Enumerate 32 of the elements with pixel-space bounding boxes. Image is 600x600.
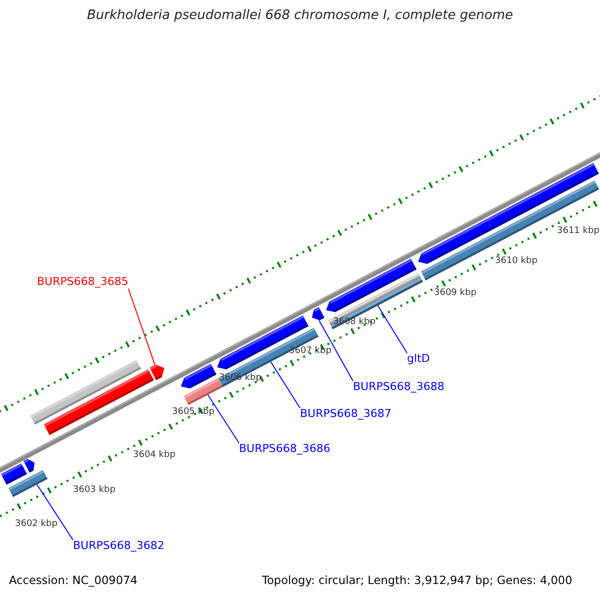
gene-label: BURPS668_3685 [37, 276, 128, 289]
gene-label: BURPS668_3682 [73, 540, 164, 553]
gene-feature [418, 163, 599, 264]
kbp-label: 3609 kbp [434, 288, 476, 298]
gene-feature [326, 258, 416, 312]
leader-line [318, 320, 354, 382]
kbp-label: 3608 kbp [333, 317, 376, 328]
accession-text: Accession: NC_009074 [9, 574, 138, 587]
gene-feature [180, 364, 216, 388]
chart-title: Burkholderia pseudomallei 668 chromosome I, complete genome [86, 9, 514, 24]
gene-label: BURPS668_3688 [353, 381, 444, 394]
kbp-label: 3611 kbp [557, 226, 600, 236]
gene-feature [312, 307, 324, 320]
gene-feature [150, 364, 164, 380]
kbp-label: 3607 kbp [289, 346, 332, 356]
gene-feature [44, 370, 154, 436]
kbp-label: 3602 kbp [15, 519, 58, 530]
kbp-label: 3604 kbp [133, 450, 176, 460]
gene-label: BURPS668_3687 [300, 408, 392, 421]
genome-summary-text: Topology: circular; Length: 3,912,947 bp; Genes: 4,000 [262, 574, 572, 587]
gene-label: gltD [407, 353, 430, 366]
leader-line [36, 484, 74, 540]
gene-feature [8, 470, 48, 498]
leader-line [377, 305, 408, 354]
leader-line [270, 361, 300, 408]
kbp-label: 3603 kbp [73, 485, 116, 496]
gene-label: BURPS668_3686 [239, 443, 330, 456]
leader-line [128, 288, 156, 366]
leader-line [207, 394, 240, 444]
gene-feature [24, 458, 35, 473]
kbp-label: 3610 kbp [495, 256, 538, 266]
kbp-label: 3605 kbp [172, 407, 214, 418]
